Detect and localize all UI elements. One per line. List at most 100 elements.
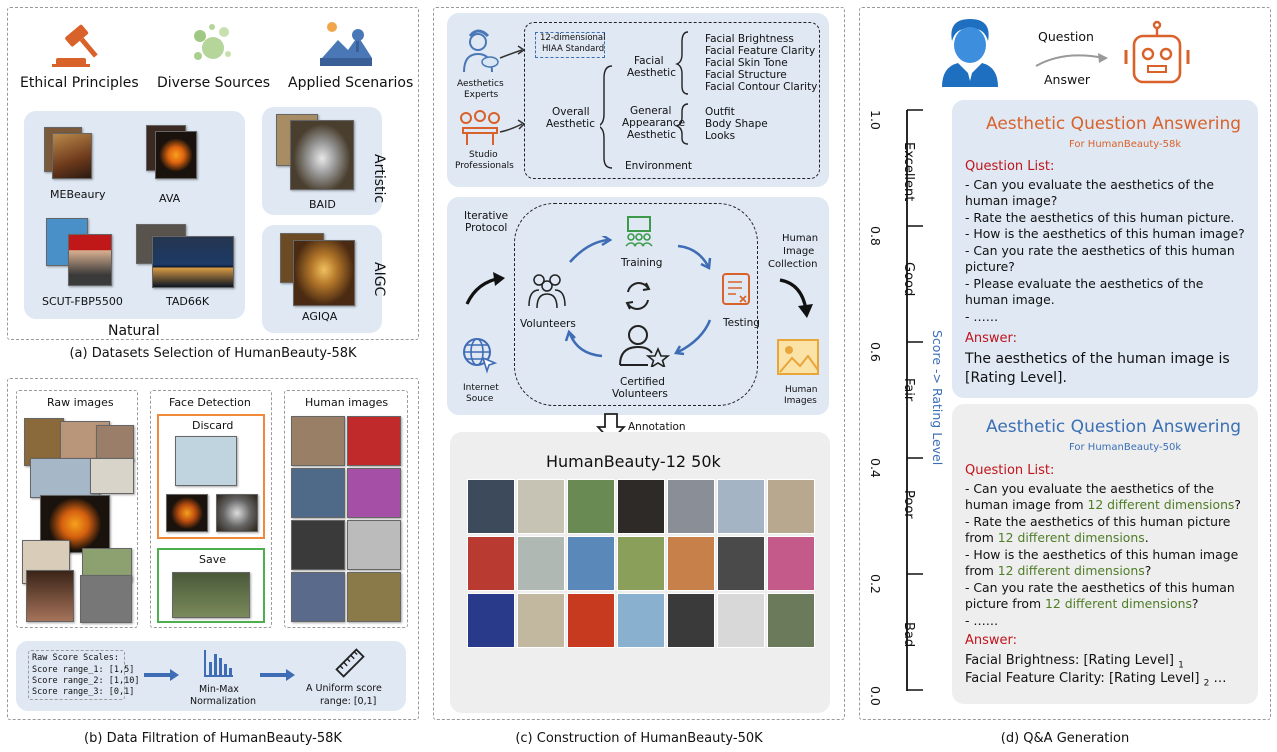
- arrow-right-icon-2: [260, 669, 295, 681]
- entry-arrow: [465, 272, 505, 305]
- answer-50k-2-sub: 2: [1203, 678, 1210, 689]
- uniform-label-1: A Uniform score: [306, 683, 382, 694]
- certified-label-1: Certified: [620, 376, 665, 388]
- facial-label-1: Facial: [634, 55, 664, 67]
- volunteers-icon: [528, 274, 566, 308]
- answer-58k-1: The aesthetics of the human image is: [965, 351, 1230, 367]
- q50-8-q: ?: [1191, 596, 1199, 611]
- tick-1.0: 1.0: [868, 110, 883, 130]
- discard-photo-2: [166, 494, 208, 532]
- answer-title-58k: Answer:: [965, 331, 1018, 346]
- answer-58k-2: [Rating Level].: [965, 370, 1067, 386]
- q50-8-a: picture from: [965, 596, 1045, 611]
- agiqa-image: [293, 240, 355, 306]
- raw-photo-4: [30, 458, 100, 498]
- human-photo-8: [347, 572, 401, 622]
- agiqa-label: AGIQA: [302, 310, 338, 323]
- dataset-title: HumanBeauty-12 50k: [546, 452, 721, 471]
- tick-0.2: 0.2: [868, 574, 883, 594]
- exit-arrow: [779, 278, 813, 318]
- iter-label-1: Iterative: [464, 210, 509, 222]
- panel-d-frame: [859, 7, 1271, 720]
- tad-image: [152, 236, 234, 288]
- norm-label-2: Normalization: [190, 696, 257, 707]
- grid-photo-19: [667, 593, 715, 648]
- grid-photo-18: [617, 593, 665, 648]
- studio-label-2: Professionals: [455, 161, 514, 171]
- q50-2-q: ?: [1234, 497, 1241, 512]
- q50-2-dims: 12 different dimensions: [1087, 497, 1235, 512]
- caption-b: (b) Data Filtration of HumanBeauty-58K: [84, 731, 342, 746]
- tick-0.0: 0.0: [868, 686, 883, 706]
- answer-50k-1: Facial Brightness: [Rating Level] 1: [965, 652, 1184, 675]
- general-label-1: General: [630, 105, 672, 117]
- q58-8: human image.: [965, 292, 1055, 307]
- grid-photo-10: [567, 536, 615, 591]
- discard-photo-1: [175, 436, 237, 486]
- tick-0.4: 0.4: [868, 458, 883, 478]
- raw-photo-10: [80, 575, 132, 623]
- face-title: Face Detection: [169, 396, 251, 409]
- q50-6: from 12 different dimensions?: [965, 563, 1151, 580]
- scale-2: Score range_2: [1,10]: [32, 676, 140, 686]
- label-diverse: Diverse Sources: [157, 75, 271, 91]
- collect-label-1: Human: [782, 233, 819, 244]
- hiaa-frame: [524, 22, 820, 179]
- arrow-right-icon: [144, 669, 179, 681]
- testing-label: Testing: [723, 317, 760, 329]
- q58-5: - Can you rate the aesthetics of this hu…: [965, 243, 1235, 258]
- grid-photo-9: [517, 536, 565, 591]
- landscape-icon: [320, 22, 372, 66]
- ava-label: AVA: [159, 192, 181, 205]
- save-label: Save: [199, 553, 227, 566]
- facial-item-4: Facial Structure: [705, 69, 787, 81]
- human-images-frame: [284, 390, 408, 628]
- raw-title: Raw images: [47, 396, 114, 409]
- rating-axis: [906, 109, 923, 691]
- human-images-label-2: Images: [784, 396, 817, 406]
- question-label: Question: [1038, 29, 1094, 44]
- experts-label-2: Experts: [464, 90, 499, 100]
- user-avatar-icon: [942, 19, 998, 87]
- q50-5: - How is the aesthetics of this human im…: [965, 547, 1239, 562]
- q58-2: human image?: [965, 193, 1058, 208]
- q58-1: - Can you evaluate the aesthetics of the: [965, 177, 1215, 192]
- grid-photo-8: [467, 536, 515, 591]
- save-box: [157, 548, 265, 623]
- overall-label-1: Overall: [552, 106, 590, 118]
- human-images-label-1: Human: [785, 385, 818, 395]
- facial-item-5: Facial Contour Clarity: [705, 81, 818, 93]
- q50-4-dims: 12 different dimensions: [997, 530, 1145, 545]
- grid-photo-7: [767, 479, 815, 534]
- ava-image: [155, 131, 197, 179]
- answer-50k-2-ellipsis: …: [1209, 671, 1227, 686]
- q50-1: - Can you evaluate the aesthetics of the: [965, 481, 1215, 496]
- answer-50k-2-text: Facial Feature Clarity: [Rating Level]: [965, 671, 1200, 686]
- q50-6-dims: 12 different dimensions: [997, 563, 1145, 578]
- q50-2-a: human image from: [965, 497, 1088, 512]
- general-label-2: Appearance: [622, 117, 686, 129]
- grid-photo-11: [617, 536, 665, 591]
- artistic-label: Artistic: [371, 154, 387, 204]
- ruler-icon: [335, 648, 365, 678]
- raw-scales-frame: [28, 650, 125, 700]
- annotation-label: Annotation: [628, 421, 686, 433]
- human-photo-5: [291, 520, 345, 570]
- scale-1: Score range_1: [1,5]: [32, 665, 135, 675]
- qa-sub-58k: For HumanBeauty-58k: [1069, 139, 1182, 150]
- panel-b-frame: [7, 378, 419, 720]
- human-photo-2: [347, 416, 401, 466]
- aigc-label: AIGC: [371, 262, 387, 297]
- meeting-icon: [460, 110, 500, 145]
- general-label-3: Aesthetic: [627, 129, 676, 141]
- facial-label-2: Aesthetic: [627, 67, 676, 79]
- q50-3: - Rate the aesthetics of this human pict…: [965, 514, 1231, 529]
- grid-photo-2: [517, 479, 565, 534]
- panel-c-frame: [433, 7, 845, 720]
- q50-8: picture from 12 different dimensions?: [965, 596, 1199, 613]
- q58-3: - Rate the aesthetics of this human pict…: [965, 210, 1235, 225]
- caption-d: (d) Q&A Generation: [1000, 731, 1130, 746]
- internet-label-1: Internet: [463, 383, 499, 393]
- answer-title-50k: Answer:: [965, 633, 1018, 648]
- q58-6: picture?: [965, 259, 1015, 274]
